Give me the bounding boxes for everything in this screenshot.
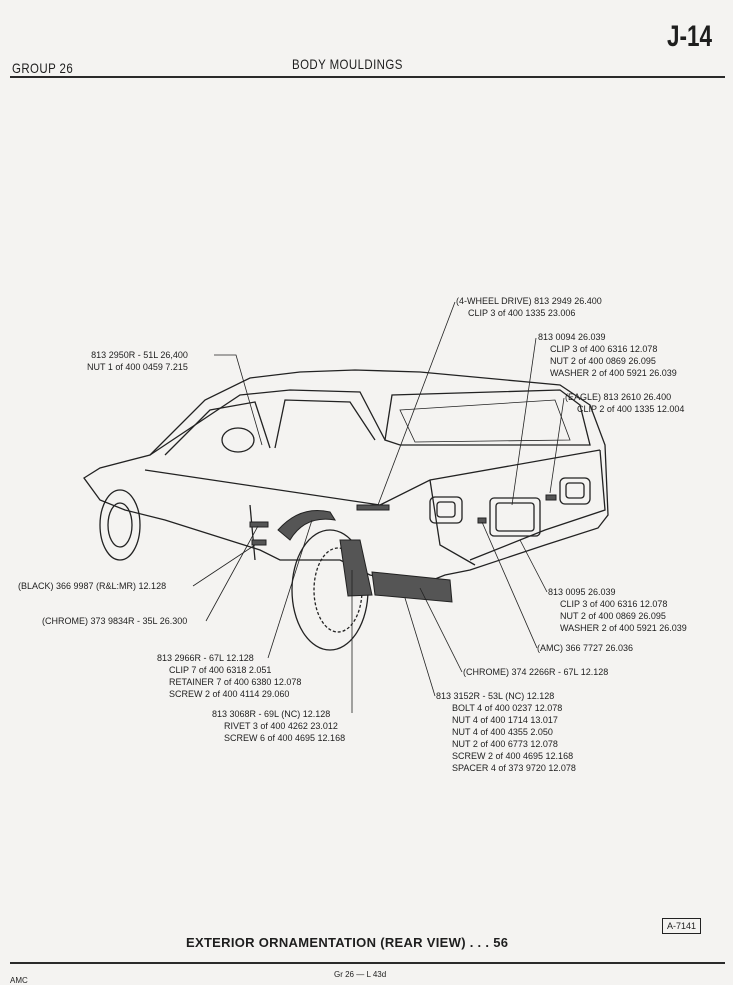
callout-bumper-guard: 813 3152R - 53L (NC) 12.128 BOLT 4 of 40… — [436, 690, 576, 774]
part-line: 813 3152R - 53L (NC) 12.128 — [436, 691, 555, 701]
part-line: (AMC) 366 7727 26.036 — [537, 643, 634, 653]
part-line: NUT 4 of 400 4355 2.050 — [452, 727, 553, 737]
part-line: RETAINER 7 of 400 6380 12.078 — [169, 677, 302, 687]
callout-chrome-bumper-moulding: (CHROME) 374 2266R - 67L 12.128 — [463, 666, 608, 678]
figure-caption: EXTERIOR ORNAMENTATION (REAR VIEW) . . .… — [186, 935, 509, 950]
part-line: (CHROME) 373 9834R - 35L 26.300 — [42, 616, 188, 626]
section-title: BODY MOULDINGS — [292, 56, 403, 72]
part-line: SCREW 6 of 400 4695 12.168 — [224, 733, 346, 743]
callout-quarter-moulding: 813 2950R - 51L 26,400 NUT 1 of 400 0459… — [87, 349, 188, 373]
part-line: CLIP 3 of 400 6316 12.078 — [550, 344, 658, 354]
part-line: CLIP 2 of 400 1335 12.004 — [577, 404, 685, 414]
part-line: SPACER 4 of 373 9720 12.078 — [452, 763, 576, 773]
part-line: WASHER 2 of 400 5921 26.039 — [560, 623, 687, 633]
part-line: (EAGLE) 813 2610 26.400 — [565, 392, 672, 402]
publisher: AMC — [10, 976, 28, 985]
part-line: BOLT 4 of 400 0237 12.078 — [452, 703, 563, 713]
header-rule — [10, 76, 725, 78]
part-line: (BLACK) 366 9987 (R&L:MR) 12.128 — [18, 581, 167, 591]
part-line: WASHER 2 of 400 5921 26.039 — [550, 368, 677, 378]
part-line: (4-WHEEL DRIVE) 813 2949 26.400 — [456, 296, 602, 306]
part-line: CLIP 3 of 400 1335 23.006 — [468, 308, 576, 318]
part-line: RIVET 3 of 400 4262 23.012 — [224, 721, 338, 731]
callout-amc-emblem: (AMC) 366 7727 26.036 — [537, 642, 633, 654]
part-line: 813 0095 26.039 — [548, 587, 616, 597]
group-label: GROUP 26 — [12, 60, 74, 76]
callout-wheel-flare: 813 2966R - 67L 12.128 CLIP 7 of 400 631… — [157, 652, 301, 700]
part-line: 813 2966R - 67L 12.128 — [157, 653, 254, 663]
part-line: NUT 2 of 400 0869 26.095 — [550, 356, 656, 366]
part-line: 813 3068R - 69L (NC) 12.128 — [212, 709, 331, 719]
part-line: SCREW 2 of 400 4695 12.168 — [452, 751, 574, 761]
part-line: NUT 1 of 400 0459 7.215 — [87, 362, 188, 372]
page-reference: Gr 26 — L 43d — [334, 970, 387, 979]
part-line: 813 0094 26.039 — [538, 332, 606, 342]
callout-eagle-emblem: (EAGLE) 813 2610 26.400 CLIP 2 of 400 13… — [565, 391, 684, 415]
callout-plate-moulding-upper: 813 0094 26.039 CLIP 3 of 400 6316 12.07… — [538, 331, 677, 379]
callout-4wd-moulding: (4-WHEEL DRIVE) 813 2949 26.400 CLIP 3 o… — [456, 295, 602, 319]
page-id: J-14 — [667, 20, 713, 53]
callout-chrome-moulding: (CHROME) 373 9834R - 35L 26.300 — [42, 615, 187, 627]
part-line: CLIP 3 of 400 6316 12.078 — [560, 599, 668, 609]
callout-black-moulding: (BLACK) 366 9987 (R&L:MR) 12.128 — [18, 580, 166, 592]
part-line: CLIP 7 of 400 6318 2.051 — [169, 665, 272, 675]
callout-rear-flare: 813 3068R - 69L (NC) 12.128 RIVET 3 of 4… — [212, 708, 345, 744]
footer-rule — [10, 962, 725, 964]
figure-id: A-7141 — [662, 918, 702, 934]
part-line: NUT 2 of 400 6773 12.078 — [452, 739, 558, 749]
part-line: (CHROME) 374 2266R - 67L 12.128 — [463, 667, 609, 677]
part-line: 813 2950R - 51L 26,400 — [91, 350, 188, 360]
callout-plate-moulding-lower: 813 0095 26.039 CLIP 3 of 400 6316 12.07… — [548, 586, 687, 634]
part-line: NUT 2 of 400 0869 26.095 — [560, 611, 666, 621]
part-line: SCREW 2 of 400 4114 29.060 — [169, 689, 290, 699]
part-line: NUT 4 of 400 1714 13.017 — [452, 715, 558, 725]
